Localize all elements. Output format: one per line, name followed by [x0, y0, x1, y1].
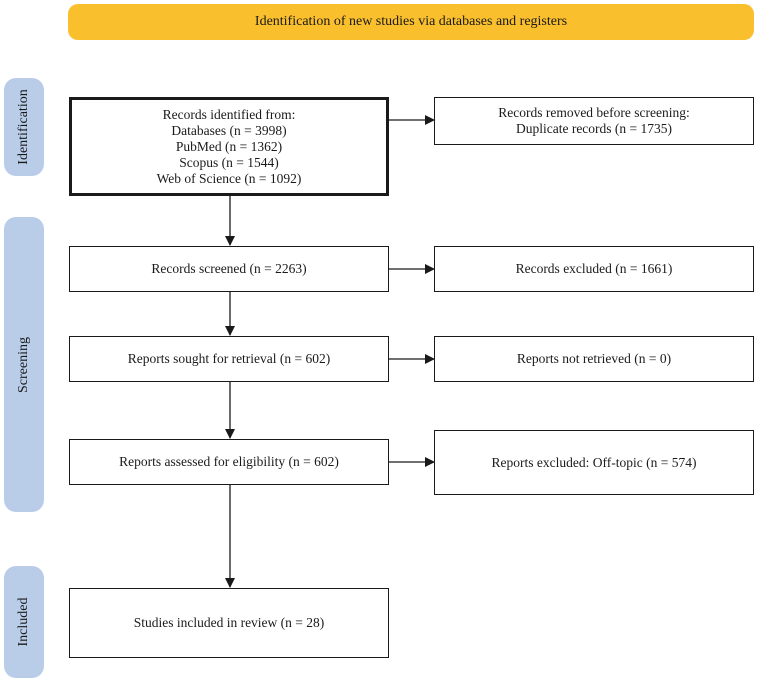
stage-identification: Identification — [4, 78, 44, 176]
reports-not-retrieved-label: Reports not retrieved (n = 0) — [516, 351, 672, 366]
records-identified-scopus: Scopus (n = 1544) — [179, 154, 279, 170]
records-removed-duplicates: Duplicate records (n = 1735) — [515, 121, 673, 136]
reports-sought-label: Reports sought for retrieval (n = 602) — [127, 351, 331, 366]
reports-excluded-offtopic-box: Reports excluded: Off-topic (n = 574) — [434, 430, 754, 495]
records-identified-databases: Databases (n = 3998) — [171, 122, 287, 138]
reports-excluded-offtopic-label: Reports excluded: Off-topic (n = 574) — [491, 454, 697, 470]
stage-screening: Screening — [4, 217, 44, 512]
reports-sought-box: Reports sought for retrieval (n = 602) — [69, 336, 389, 382]
stage-included: Included — [4, 566, 44, 678]
records-identified-pubmed: PubMed (n = 1362) — [175, 138, 283, 154]
records-identified-box: Records identified from: Databases (n = … — [69, 97, 389, 196]
reports-not-retrieved-box: Reports not retrieved (n = 0) — [434, 336, 754, 382]
records-excluded-label: Records excluded (n = 1661) — [515, 261, 673, 276]
records-identified-wos: Web of Science (n = 1092) — [156, 170, 302, 186]
header-title: Identification of new studies via databa… — [254, 14, 568, 29]
records-screened-label: Records screened (n = 2263) — [151, 261, 307, 276]
reports-assessed-box: Reports assessed for eligibility (n = 60… — [69, 439, 389, 485]
records-excluded-box: Records excluded (n = 1661) — [434, 246, 754, 292]
records-removed-title: Records removed before screening: — [498, 105, 690, 120]
studies-included-box: Studies included in review (n = 28) — [69, 588, 389, 658]
header-banner: Identification of new studies via databa… — [68, 4, 754, 40]
records-screened-box: Records screened (n = 2263) — [69, 246, 389, 292]
records-removed-box: Records removed before screening: Duplic… — [434, 97, 754, 145]
reports-assessed-label: Reports assessed for eligibility (n = 60… — [119, 454, 339, 469]
studies-included-label: Studies included in review (n = 28) — [133, 615, 325, 630]
records-identified-title: Records identified from: — [162, 106, 296, 122]
